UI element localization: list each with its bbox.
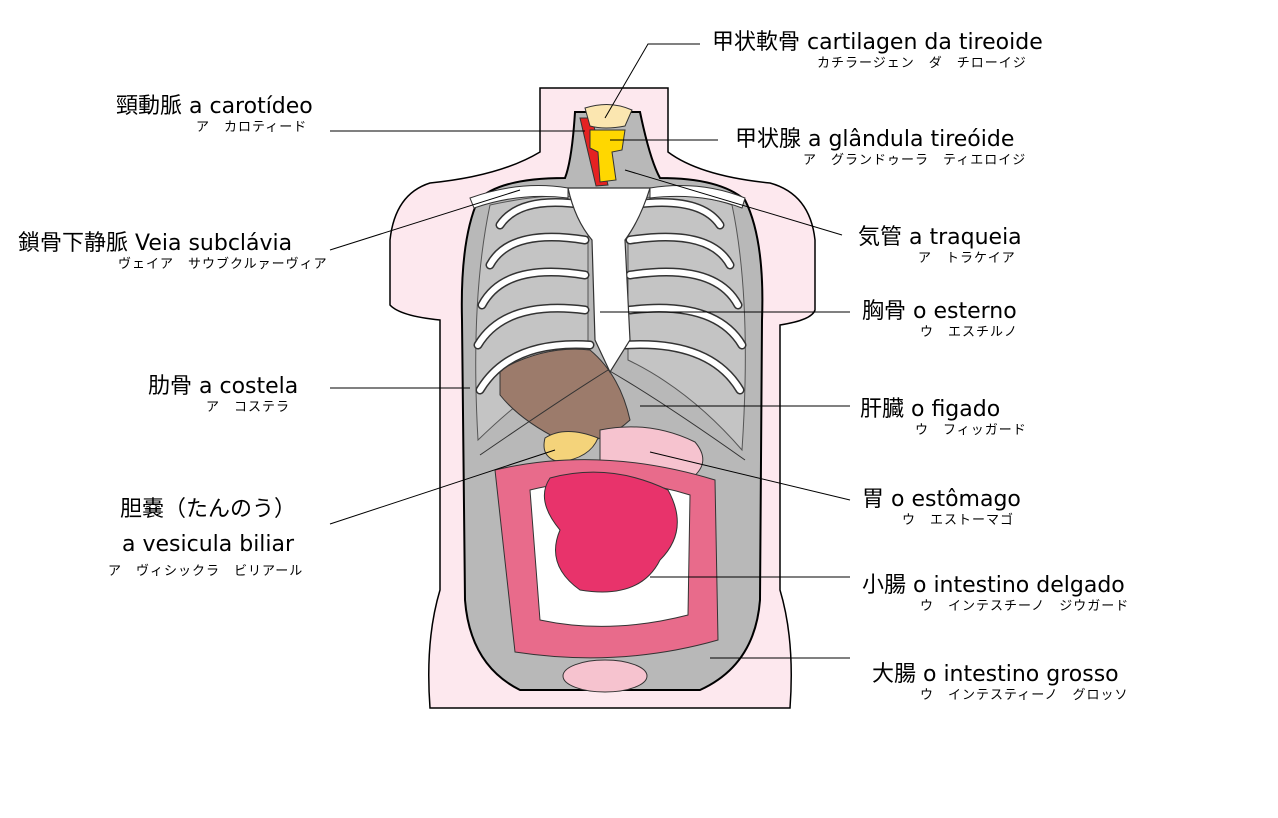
bladder-organ	[562, 659, 648, 693]
label-liver: 肝臓 o figado ウ フィッガード	[860, 397, 1027, 439]
costal-arch	[479, 369, 746, 461]
thyroid-cartilage-shape	[584, 104, 633, 129]
label-carotid: 頸動脈 a carotídeo ア カロティード	[116, 94, 313, 136]
leader-lines	[329, 43, 851, 659]
label-main: 頸動脈 a carotídeo	[116, 94, 313, 119]
rib-left-5-fill	[477, 341, 593, 393]
label-subclavian-vein: 鎖骨下静脈 Veia subclávia ヴェイア サウブクルァーヴィア	[18, 231, 328, 273]
label-sub: ウ インテスティーノ グロッソ	[920, 688, 1129, 703]
thyroid-gland-shape	[589, 129, 626, 183]
clavicle-left	[469, 185, 569, 209]
label-sub: ア カロティード	[196, 120, 308, 135]
label-trachea: 気管 a traqueia ア トラケイア	[858, 225, 1022, 267]
label-sub: ア グランドゥーラ ティエロイジ	[803, 153, 1027, 168]
label-sub: ア コステラ	[206, 400, 291, 415]
label-main: 鎖骨下静脈 Veia subclávia	[18, 231, 293, 256]
liver-organ	[499, 348, 631, 443]
label-main: 胸骨 o esterno	[862, 299, 1017, 324]
label-main: 胃 o estômago	[862, 487, 1021, 512]
rib-left-3-fill	[479, 269, 588, 308]
label-sub: ヴェイア サウブクルァーヴィア	[118, 257, 328, 272]
label-sub: ウ エストーマゴ	[902, 513, 1015, 528]
label-sternum: 胸骨 o esterno ウ エスチルノ	[862, 299, 1018, 341]
label-main: 甲状腺 a glândula tireóide	[735, 127, 1015, 152]
leader-thyroid-cartilage	[604, 43, 700, 119]
label-main: 肋骨 a costela	[148, 374, 299, 399]
label-main: 肝臓 o figado	[860, 397, 1001, 422]
rib-right-4-fill	[627, 305, 745, 348]
leader-subclavian	[329, 189, 521, 251]
rib-right-5-fill	[622, 341, 743, 393]
label-gallbladder: 胆嚢（たんのう） a vesicula biliar ア ヴィシックラ ビリアー…	[108, 497, 303, 580]
label-sub: ウ インテスチーノ ジウガード	[920, 599, 1130, 614]
label-stomach: 胃 o estômago ウ エストーマゴ	[862, 487, 1021, 529]
rib-left-4-fill	[475, 305, 588, 348]
label-small-intestine: 小腸 o intestino delgado ウ インテスチーノ ジウガード	[862, 573, 1129, 615]
clavicle-right	[649, 185, 746, 209]
label-main: 甲状軟骨 cartilagen da tireoide	[712, 30, 1043, 55]
label-thyroid-cartilage: 甲状軟骨 cartilagen da tireoide カチラージェン ダ チロ…	[712, 30, 1043, 72]
label-main: 小腸 o intestino delgado	[862, 573, 1125, 598]
leader-stomach	[649, 451, 851, 501]
label-main: 大腸 o intestino grosso	[872, 662, 1119, 687]
small-intestine-organ	[543, 471, 678, 593]
label-sub: ア トラケイア	[918, 251, 1016, 266]
label-rib: 肋骨 a costela ア コステラ	[148, 374, 298, 416]
label-sub: カチラージェン ダ チローイジ	[817, 56, 1027, 71]
label-main: 気管 a traqueia	[858, 225, 1022, 250]
label-main-2: a vesicula biliar	[122, 532, 295, 557]
leader-trachea	[624, 169, 843, 236]
rib-left-2-fill	[487, 234, 588, 268]
rib-right-2-fill	[627, 234, 733, 268]
label-large-intestine: 大腸 o intestino grosso ウ インテスティーノ グロッソ	[872, 662, 1128, 704]
rib-right-3-fill	[627, 269, 741, 308]
leader-gallbladder	[329, 449, 556, 525]
label-thyroid-gland: 甲状腺 a glândula tireóide ア グランドゥーラ ティエロイジ	[735, 127, 1026, 169]
label-main: 胆嚢（たんのう）	[120, 497, 297, 522]
label-sub: ウ フィッガード	[915, 423, 1027, 438]
label-sub: ウ エスチルノ	[920, 325, 1019, 340]
label-sub: ア ヴィシックラ ビリアール	[108, 564, 304, 579]
sternum-bone	[567, 187, 651, 374]
gallbladder-organ	[543, 431, 599, 463]
